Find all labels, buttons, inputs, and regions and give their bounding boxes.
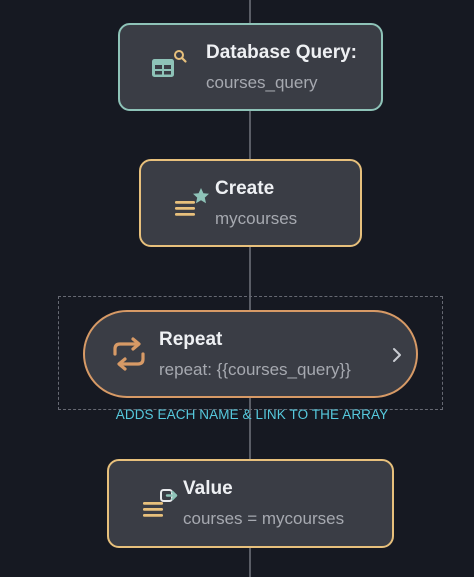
create-node[interactable]: Create mycourses bbox=[139, 159, 362, 247]
node-subtitle: mycourses bbox=[215, 208, 298, 228]
node-title: Value bbox=[183, 478, 233, 499]
table-search-icon bbox=[148, 49, 192, 85]
chevron-right-icon[interactable] bbox=[390, 345, 404, 365]
repeat-icon bbox=[105, 334, 153, 374]
flow-connector-line bbox=[249, 0, 251, 577]
node-subtitle: repeat: {{courses_query}} bbox=[159, 359, 351, 379]
database-query-node[interactable]: Database Query: courses_query bbox=[118, 23, 383, 111]
repeat-annotation: ADDS EACH NAME & LINK TO THE ARRAY bbox=[115, 407, 389, 422]
list-export-icon bbox=[137, 486, 181, 522]
node-title: Repeat bbox=[159, 328, 223, 350]
node-subtitle: courses = mycourses bbox=[183, 509, 345, 528]
repeat-group-outline bbox=[58, 296, 443, 410]
list-star-icon bbox=[169, 185, 213, 221]
node-subtitle: courses_query bbox=[206, 72, 318, 92]
repeat-node[interactable]: Repeat repeat: {{courses_query}} bbox=[83, 310, 418, 398]
node-title: Database Query: bbox=[206, 41, 358, 63]
node-title: Create bbox=[215, 177, 275, 199]
value-node[interactable]: Value courses = mycourses bbox=[107, 459, 394, 548]
